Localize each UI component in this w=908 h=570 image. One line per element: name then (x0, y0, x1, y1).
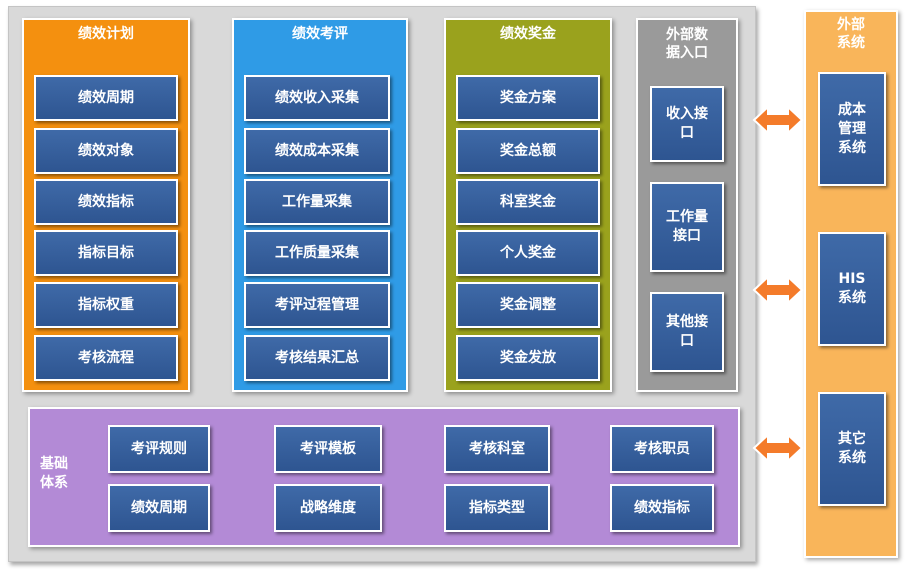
evaluation-item-summary[interactable]: 考核结果汇总 (244, 335, 390, 381)
plan-item-weight[interactable]: 指标权重 (34, 282, 178, 328)
foundation-item-dimension[interactable]: 战略维度 (274, 484, 382, 532)
entry-item-workload-interface[interactable]: 工作量 接口 (650, 182, 724, 272)
plan-item-target[interactable]: 指标目标 (34, 230, 178, 276)
entry-item-other-interface[interactable]: 其他接 口 (650, 292, 724, 372)
external-item-cost-system[interactable]: 成本 管理 系统 (818, 72, 886, 186)
evaluation-item-workload[interactable]: 工作量采集 (244, 179, 390, 225)
foundation-item-indicator-type[interactable]: 指标类型 (444, 484, 550, 532)
foundation-item-template[interactable]: 考评模板 (274, 425, 382, 473)
double-arrow-icon (752, 274, 804, 306)
entry-item-income-interface[interactable]: 收入接 口 (650, 86, 724, 162)
foundation-item-department[interactable]: 考核科室 (444, 425, 550, 473)
column-evaluation-title: 绩效考评 (292, 26, 348, 42)
foundation-item-indicator[interactable]: 绩效指标 (610, 484, 714, 532)
column-entry-title: 外部数 据入口 (666, 27, 708, 61)
bonus-item-department[interactable]: 科室奖金 (456, 179, 600, 225)
bonus-item-total[interactable]: 奖金总额 (456, 128, 600, 174)
column-bonus-title: 绩效奖金 (500, 26, 556, 42)
double-arrow-icon (752, 432, 804, 464)
external-systems-title: 外部 系统 (837, 17, 865, 51)
column-plan-title: 绩效计划 (78, 26, 134, 42)
evaluation-item-income[interactable]: 绩效收入采集 (244, 75, 390, 121)
foundation-item-rules[interactable]: 考评规则 (108, 425, 210, 473)
bonus-item-personal[interactable]: 个人奖金 (456, 230, 600, 276)
plan-item-object[interactable]: 绩效对象 (34, 128, 178, 174)
foundation-item-staff[interactable]: 考核职员 (610, 425, 714, 473)
double-arrow-icon (752, 104, 804, 136)
plan-item-process[interactable]: 考核流程 (34, 335, 178, 381)
plan-item-indicator[interactable]: 绩效指标 (34, 179, 178, 225)
evaluation-item-quality[interactable]: 工作质量采集 (244, 230, 390, 276)
evaluation-item-process[interactable]: 考评过程管理 (244, 282, 390, 328)
external-item-his-system[interactable]: HIS 系统 (818, 232, 886, 346)
foundation-item-period[interactable]: 绩效周期 (108, 484, 210, 532)
external-item-other-system[interactable]: 其它 系统 (818, 392, 886, 506)
foundation-title: 基础 体系 (40, 456, 68, 491)
bonus-item-adjust[interactable]: 奖金调整 (456, 282, 600, 328)
plan-item-period[interactable]: 绩效周期 (34, 75, 178, 121)
evaluation-item-cost[interactable]: 绩效成本采集 (244, 128, 390, 174)
bonus-item-plan[interactable]: 奖金方案 (456, 75, 600, 121)
bonus-item-payout[interactable]: 奖金发放 (456, 335, 600, 381)
